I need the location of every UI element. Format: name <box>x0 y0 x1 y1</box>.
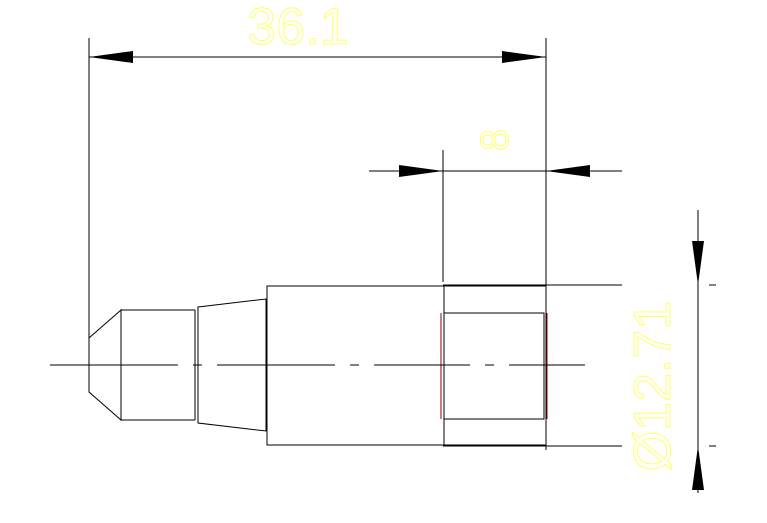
dimension-overall-length-label: 36.1 <box>247 0 348 56</box>
inner-bore <box>443 312 545 420</box>
arrowhead-thread-left <box>399 165 443 177</box>
arrowhead-right <box>502 51 546 63</box>
dimension-diameter-label: Ø12.71 <box>624 301 682 472</box>
tapered-section <box>197 298 267 432</box>
dimension-diameter: Ø12.71 <box>443 210 716 493</box>
arrowhead-diameter-bottom <box>692 446 704 490</box>
dimension-thread-length-label: 8 <box>473 129 517 151</box>
arrowhead-thread-right <box>546 165 590 177</box>
chamfered-tip <box>88 308 122 422</box>
dimension-thread-length: 8 <box>369 128 622 282</box>
dimension-overall-length: 36.1 <box>88 0 547 450</box>
arrowhead-left <box>89 51 133 63</box>
arrowhead-diameter-top <box>692 241 704 285</box>
